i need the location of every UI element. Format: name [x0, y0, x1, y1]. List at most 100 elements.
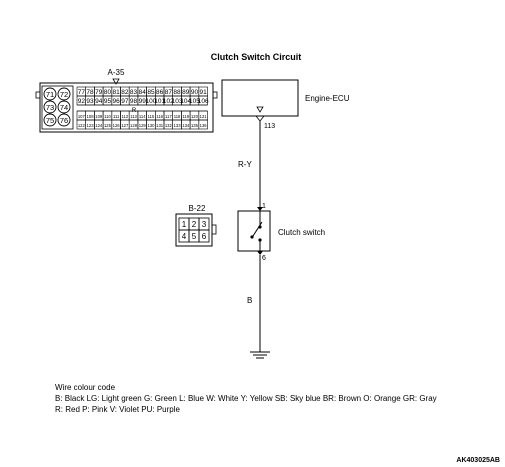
connector-a-pin-label: 77 — [78, 89, 86, 96]
connector-a-body — [39, 82, 214, 133]
connector-a-pin-label: 97 — [121, 98, 129, 105]
connector-b-latch — [211, 224, 217, 235]
connector-a-pin-label: 119 — [182, 114, 189, 119]
connector-a-pin-label: 107 — [78, 114, 86, 119]
connector-a-pin-label: 120 — [191, 114, 199, 119]
ecu-terminal-fork — [255, 115, 265, 122]
connector-a-pin-label: 130 — [147, 123, 155, 128]
connector-b-pin-label: 1 — [182, 220, 187, 229]
connector-b-pin-label: 2 — [192, 220, 197, 229]
connector-a-pin-label: 118 — [174, 114, 181, 119]
connector-a-pin-label: 106 — [198, 98, 209, 105]
connector-a-pin-label: 86 — [156, 89, 164, 96]
connector-a-pin-label: 110 — [104, 114, 111, 119]
connector-b-id: B-22 — [189, 204, 206, 213]
connector-a-pin-label: 128 — [130, 123, 138, 128]
legend-line-2: R: Red P: Pink V: Violet PU: Purple — [55, 405, 180, 414]
wire-upper-colour: R-Y — [238, 160, 252, 169]
connector-a-pin-label: 126 — [113, 123, 121, 128]
connector-a-pin-label: 123 — [87, 123, 95, 128]
connector-a-round-pin — [57, 100, 71, 114]
figure-code: AK403025AB — [456, 457, 500, 464]
connector-a-pin-label: 82 — [121, 89, 129, 96]
connector-a-pin-label: 101 — [154, 98, 165, 105]
switch-blade — [252, 221, 263, 237]
connector-a-pin-label: 114 — [139, 114, 146, 119]
connector-a-pin-label: 109 — [95, 114, 103, 119]
connector-a-pin-label: 135 — [191, 123, 199, 128]
connector-a-round-pin — [57, 113, 71, 127]
connector-a-pin-label: 117 — [165, 114, 172, 119]
connector-a-pin-label: 78 — [86, 89, 94, 96]
connector-a-round-pin-label: 75 — [46, 116, 54, 125]
connector-a-id: A-35 — [108, 68, 125, 77]
connector-a-pin-label: 113 — [130, 114, 137, 119]
connector-a-pin-label: 81 — [113, 89, 121, 96]
connector-a-pin-label: 116 — [156, 114, 163, 119]
connector-a-pin-label: 136 — [200, 123, 208, 128]
connector-a-pin-label: 124 — [95, 123, 103, 128]
connector-a-pin-label: 132 — [165, 123, 173, 128]
wire-lower-colour: B — [247, 296, 252, 305]
legend-line-1: B: Black LG: Light green G: Green L: Blu… — [55, 394, 437, 403]
connector-a-pin-label: 99 — [139, 98, 147, 105]
connector-a-round-pin — [43, 87, 57, 101]
connector-a-pin-label: 134 — [182, 123, 190, 128]
connector-a-pin-label: 87 — [165, 89, 173, 96]
diagram-title: Clutch Switch Circuit — [211, 52, 302, 62]
connector-a-pin-label: 92 — [78, 98, 86, 105]
connector-a-latch-right — [212, 91, 218, 99]
ecu-terminal-marker — [256, 106, 264, 113]
connector-b-pin-cell — [198, 229, 210, 243]
connector-a-pin-label: 91 — [200, 89, 208, 96]
connector-a-pin-label: 95 — [104, 98, 112, 105]
clutch-switch-box — [237, 210, 271, 252]
connector-a-pin-label: 96 — [113, 98, 121, 105]
connector-a-round-pin — [43, 113, 57, 127]
wire-colour-legend: Wire colour code B: Black LG: Light gree… — [55, 382, 437, 415]
connector-a-round-pin-label: 74 — [60, 103, 68, 112]
switch-pin-top-marker — [257, 207, 263, 211]
connector-a-pin-label: 121 — [200, 114, 208, 119]
connector-a-round-pin — [57, 87, 71, 101]
connector-b-pin-label: 5 — [192, 232, 197, 241]
connector-a-pin-label: 100 — [146, 98, 157, 105]
connector-a-pin-label: 94 — [95, 98, 103, 105]
connector-a-pin-label: 89 — [182, 89, 190, 96]
connector-a-latch-left — [35, 91, 41, 99]
connector-a-pin-label: 84 — [139, 89, 147, 96]
connector-a-pin-cell — [198, 95, 208, 106]
connector-a-pin-label: 102 — [163, 98, 174, 105]
connector-a-pin-label: 129 — [139, 123, 147, 128]
clutch-switch-label: Clutch switch — [278, 228, 325, 237]
connector-a-round-pin-label: 72 — [60, 90, 68, 99]
engine-ecu-label: Engine-ECU — [305, 94, 350, 103]
connector-a-pin-label: 98 — [130, 98, 138, 105]
connector-a-pin-label: 88 — [173, 89, 181, 96]
connector-a-pin-label: 103 — [172, 98, 183, 105]
connector-b-pin-label: 3 — [202, 220, 207, 229]
connector-a-pin-label: 131 — [156, 123, 164, 128]
connector-a-pin-label: 105 — [189, 98, 200, 105]
connector-a-round-pin-label: 76 — [60, 116, 68, 125]
switch-pin-top-number: 1 — [262, 203, 266, 210]
legend-heading: Wire colour code — [55, 383, 116, 392]
connector-a-pin-label: 79 — [95, 89, 103, 96]
connector-a-pin-label: 80 — [104, 89, 112, 96]
connector-a-pin-label: 115 — [148, 114, 155, 119]
connector-a-pin-label: 90 — [191, 89, 199, 96]
ground-icon — [250, 351, 270, 359]
connector-a-pin-label: 85 — [147, 89, 155, 96]
connector-a-mid-label: R — [132, 108, 137, 114]
connector-a-pin-label: 108 — [87, 114, 95, 119]
switch-contact-pivot — [250, 235, 254, 239]
connector-a-pin-label: 127 — [121, 123, 129, 128]
connector-a-round-pin — [43, 100, 57, 114]
connector-a-pin-label: 125 — [104, 123, 112, 128]
connector-a-pin-label: 112 — [122, 114, 129, 119]
connector-a-pin-label: 83 — [130, 89, 138, 96]
